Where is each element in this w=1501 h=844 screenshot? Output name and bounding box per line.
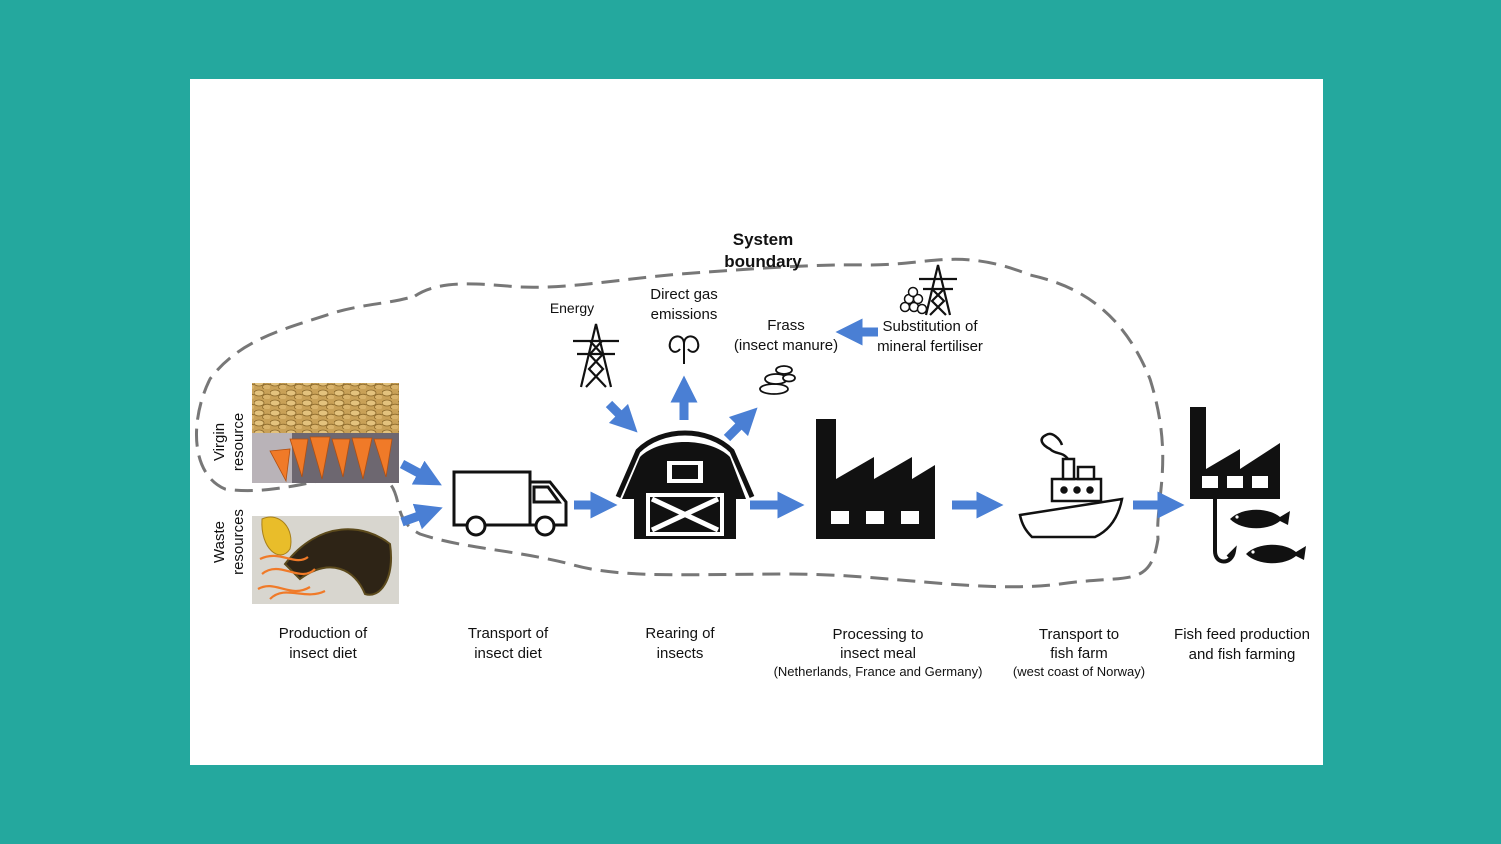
subst-label-line2: mineral fertiliser [877, 338, 983, 355]
gas-label-line1: Direct gas [650, 286, 718, 303]
fish-hook-icon [1190, 407, 1306, 564]
ship-icon [1018, 432, 1124, 539]
stage-line1: Processing to [833, 626, 924, 643]
stage-fish-farming: Fish feed production and fish farming [1174, 626, 1310, 663]
truck-icon [452, 470, 568, 537]
energy-label: Energy [550, 300, 594, 316]
frass-stones-icon [759, 365, 796, 395]
stage-labels: Production of insect diet Transport of i… [279, 625, 1310, 679]
life-cycle-diagram: System boundary Virgin resource Waste re… [195, 230, 1310, 679]
power-pylon-icon [919, 264, 957, 316]
frass-label-line2: (insect manure) [734, 337, 838, 354]
power-pylon-icon [573, 323, 619, 388]
grain-image [252, 383, 399, 433]
fertiliser-granules-icon [899, 286, 928, 315]
waste-image [252, 516, 399, 604]
stage-transport-fish: Transport to fish farm (west coast of No… [1013, 626, 1145, 679]
arrow-virgin-to-truck [399, 460, 442, 486]
stage-transport-diet: Transport of insect diet [468, 625, 549, 662]
stage-line2: insect diet [289, 645, 357, 662]
barn-icon [615, 430, 755, 539]
frass-label-line1: Frass [767, 317, 805, 334]
gas-label-line2: emissions [651, 306, 718, 323]
stage-line2: insect meal [840, 645, 916, 662]
flow-arrows [399, 318, 1185, 530]
figure-panel: System boundary Virgin resource Waste re… [190, 79, 1323, 765]
stage-line2: fish farm [1050, 645, 1108, 662]
arrow-waste-to-truck [400, 503, 443, 530]
boundary-title-line2: boundary [724, 252, 802, 271]
stage-line1: Transport of [468, 625, 549, 642]
waste-label-line2: resources [230, 509, 247, 575]
factory-icon [816, 419, 935, 539]
stage-rearing: Rearing of insects [645, 625, 715, 662]
stage-processing: Processing to insect meal (Netherlands, … [774, 626, 983, 679]
stage-line2: insect diet [474, 645, 542, 662]
boundary-title-line1: System [733, 230, 793, 249]
gas-emission-icon [668, 335, 700, 364]
virgin-label-line2: resource [230, 413, 247, 471]
stage-line1: Fish feed production [1174, 626, 1310, 643]
stage-line1: Transport to [1039, 626, 1119, 643]
stage-note: (west coast of Norway) [1013, 664, 1145, 679]
stage-line1: Rearing of [645, 625, 715, 642]
subst-label-line1: Substitution of [882, 318, 978, 335]
stage-line2: and fish farming [1189, 646, 1296, 663]
carrot-image [252, 433, 399, 483]
stage-note: (Netherlands, France and Germany) [774, 664, 983, 679]
stage-line2: insects [657, 645, 704, 662]
arrow-energy-to-barn [605, 400, 638, 433]
stage-production: Production of insect diet [279, 625, 368, 662]
stage-line1: Production of [279, 625, 368, 642]
arrow-barn-to-frass [723, 407, 758, 442]
waste-label-line1: Waste [211, 521, 228, 563]
system-boundary [195, 257, 1165, 589]
virgin-label-line1: Virgin [211, 423, 228, 461]
